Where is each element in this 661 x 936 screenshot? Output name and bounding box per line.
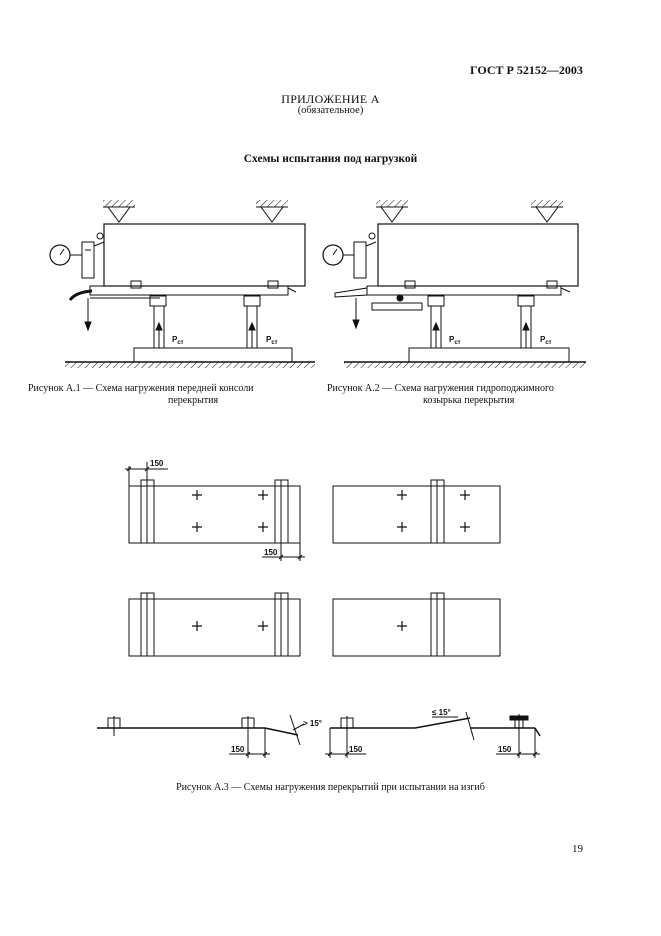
jack-right-a2 bbox=[517, 295, 535, 349]
dim-top-150: 150 bbox=[150, 459, 164, 468]
figure-a2-caption-line1: Рисунок А.2 — Схема нагружения гидроподж… bbox=[327, 383, 554, 394]
section-title: Схемы испытания под нагрузкой bbox=[243, 153, 418, 165]
jack-right-a1 bbox=[243, 295, 261, 349]
figure-a3-caption: Рисунок А.3 — Схемы нагружения перекрыти… bbox=[176, 782, 485, 793]
jack-left-a1 bbox=[149, 295, 167, 349]
figure-a3-plan-views bbox=[125, 462, 501, 657]
figure-a2-caption-line2: козырька перекрытия bbox=[423, 395, 515, 406]
load-label-a1-left: Рст bbox=[172, 335, 184, 346]
load-label-a1-right: Рст bbox=[266, 335, 278, 346]
jack-left-a2 bbox=[427, 295, 445, 349]
dim-profile-1: 150 bbox=[231, 745, 245, 754]
angle-less-equal-15: ≤ 15° bbox=[432, 708, 451, 717]
appendix-title: ПРИЛОЖЕНИЕ А bbox=[281, 92, 380, 106]
base-beam-a1 bbox=[89, 285, 289, 296]
dial-gauge-icon-a2 bbox=[322, 232, 377, 279]
figure-a2-caption: Рисунок А.2 — Схема нагружения гидроподж… bbox=[327, 383, 627, 407]
dim-bottom-150: 150 bbox=[264, 548, 278, 557]
figure-a1-caption-line2: перекрытия bbox=[168, 395, 219, 406]
page-number: 19 bbox=[572, 843, 583, 855]
ceiling-support-right-a2 bbox=[531, 200, 563, 223]
dial-gauge-icon bbox=[49, 232, 105, 279]
load-label-a2-right: Рст bbox=[540, 335, 552, 346]
figure-a1-caption-line1: Рисунок А.1 — Схема нагружения передней … bbox=[28, 383, 254, 394]
canopy-a2 bbox=[377, 223, 579, 287]
figure-a2-drawing bbox=[322, 200, 586, 368]
document-code: ГОСТ Р 52152—2003 bbox=[470, 63, 583, 77]
angle-greater-15: > 15° bbox=[303, 719, 322, 728]
load-label-a2-left: Рст bbox=[449, 335, 461, 346]
dim-profile-3: 150 bbox=[498, 745, 512, 754]
appendix-note: (обязательное) bbox=[297, 105, 364, 116]
figure-a1-caption: Рисунок А.1 — Схема нагружения передней … bbox=[28, 383, 328, 407]
load-points bbox=[192, 490, 470, 631]
hydraulic-cylinder-a2 bbox=[371, 302, 423, 311]
ceiling-support-left-a1 bbox=[103, 200, 135, 223]
flap-a2 bbox=[334, 287, 368, 298]
figure-a3-profiles bbox=[97, 711, 541, 758]
dim-profile-2: 150 bbox=[349, 745, 363, 754]
ceiling-support-left-a2 bbox=[376, 200, 408, 223]
ceiling-support-right-a1 bbox=[256, 200, 288, 223]
canopy-a1 bbox=[103, 223, 306, 287]
figure-a1-drawing bbox=[49, 200, 315, 368]
